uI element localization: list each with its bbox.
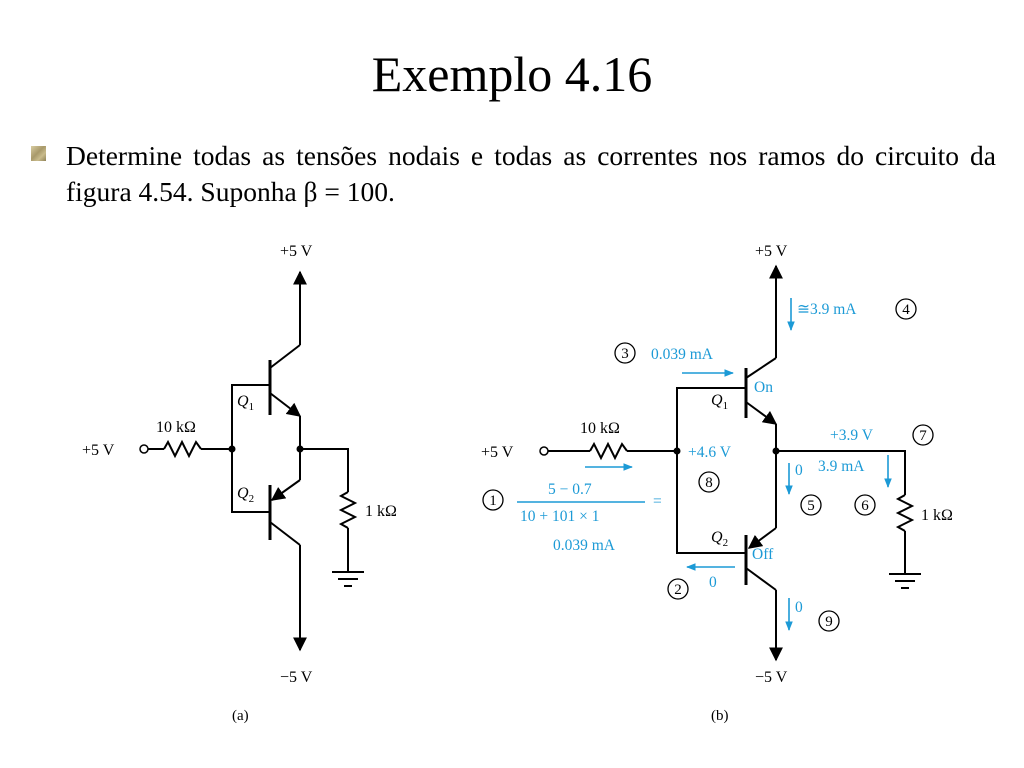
step-7-number: 7 xyxy=(919,428,927,444)
circuit-b-annotations: On Off 0.039 mA ≅3.9 mA +3.9 V 3.9 mA +4… xyxy=(520,301,874,616)
b-vplus-label: +5 V xyxy=(755,243,788,260)
b-junction-emitter xyxy=(772,447,780,455)
a-caption: (a) xyxy=(232,708,249,724)
b-base-loop xyxy=(676,387,746,554)
a-q1-label: Q1 xyxy=(237,393,254,413)
step-5-marker xyxy=(800,494,822,516)
problem-statement: Determine todas as tensões nodais e toda… xyxy=(66,140,996,207)
b-load-branch xyxy=(776,450,906,495)
b-rb-label: 10 kΩ xyxy=(580,420,620,437)
a-q2-collector xyxy=(269,521,301,546)
step-2-number: 2 xyxy=(674,582,682,598)
b-q2-collector xyxy=(745,567,777,591)
b-load-resistor xyxy=(895,494,915,532)
formula-equals: = xyxy=(653,493,662,510)
circuit-b xyxy=(539,264,921,662)
b-q1-label: Q1 xyxy=(711,392,728,412)
a-vin-label: +5 V xyxy=(82,442,115,459)
a-load-branch xyxy=(300,448,349,492)
a-base-resistor xyxy=(163,439,202,459)
circuit-b-labels: +5 V −5 V +5 V 10 kΩ 1 kΩ Q1 Q2 (b) xyxy=(481,243,953,724)
b-junction-base xyxy=(673,447,681,455)
b-vminus-label: −5 V xyxy=(755,669,788,686)
step-9-number: 9 xyxy=(825,614,833,630)
b-q2-label: Q2 xyxy=(711,529,728,549)
step-8-marker xyxy=(698,471,720,493)
q1-state-label: On xyxy=(754,379,773,396)
a-rb-label: 10 kΩ xyxy=(156,419,196,436)
circuit-a-labels: +5 V −5 V +5 V 10 kΩ 1 kΩ Q1 Q2 (a) xyxy=(82,243,397,724)
step-3-number: 3 xyxy=(621,346,629,362)
circuit-a-junctions xyxy=(228,445,304,453)
load-current-label: 3.9 mA xyxy=(818,458,865,475)
circuit-b-current-arrows xyxy=(517,298,892,631)
step-9-marker xyxy=(818,610,840,632)
a-load-resistor xyxy=(338,491,358,529)
step-6-marker xyxy=(854,494,876,516)
a-junction-emitter xyxy=(296,445,304,453)
base-voltage-label: +4.6 V xyxy=(688,444,732,461)
q2-state-label: Off xyxy=(752,546,774,563)
step-5-number: 5 xyxy=(807,498,815,514)
a-q2-emitter xyxy=(270,479,301,501)
b-vin-label: +5 V xyxy=(481,444,514,461)
b-base-resistor xyxy=(589,441,628,461)
q2-emitter-current-label: 0 xyxy=(795,462,803,479)
formula-result: 0.039 mA xyxy=(553,537,616,554)
a-input-terminal xyxy=(139,444,149,454)
step-1-marker xyxy=(482,489,504,511)
step-4-marker xyxy=(895,298,917,320)
circuit-b-junctions xyxy=(673,447,780,455)
step-3-marker xyxy=(614,342,636,364)
circuit-b-step-numbers: 1 2 3 4 5 6 7 8 9 xyxy=(489,302,927,630)
a-vplus-label: +5 V xyxy=(280,243,313,260)
a-q2-label: Q2 xyxy=(237,485,254,505)
formula-denominator: 10 + 101 × 1 xyxy=(520,508,599,525)
a-q1-emitter xyxy=(269,392,302,417)
formula-numerator: 5 − 0.7 xyxy=(548,481,592,498)
q1-collector-current-label: ≅3.9 mA xyxy=(797,301,857,318)
q1-base-current-label: 0.039 mA xyxy=(651,346,714,363)
b-input-terminal xyxy=(539,446,549,456)
q2-base-current-label: 0 xyxy=(709,574,717,591)
step-7-marker xyxy=(912,424,934,446)
step-2-marker xyxy=(667,578,689,600)
b-q1-emitter xyxy=(745,401,778,425)
circuit-a xyxy=(139,270,364,652)
emitter-voltage-label: +3.9 V xyxy=(830,427,874,444)
a-rl-label: 1 kΩ xyxy=(365,503,397,520)
b-caption: (b) xyxy=(711,708,729,724)
step-4-number: 4 xyxy=(902,302,910,318)
b-q1-collector xyxy=(745,357,777,379)
step-6-number: 6 xyxy=(861,498,869,514)
b-q2-emitter xyxy=(747,527,777,549)
circuit-b-step-markers xyxy=(482,298,934,632)
a-vminus-label: −5 V xyxy=(280,669,313,686)
step-1-number: 1 xyxy=(489,493,497,509)
a-q1-collector xyxy=(269,344,301,369)
step-8-number: 8 xyxy=(705,475,713,491)
bullet-square-icon xyxy=(31,146,46,161)
slide-title: Exemplo 4.16 xyxy=(371,46,653,102)
q2-collector-current-label: 0 xyxy=(795,599,803,616)
b-rl-label: 1 kΩ xyxy=(921,507,953,524)
a-junction-base xyxy=(228,445,236,453)
